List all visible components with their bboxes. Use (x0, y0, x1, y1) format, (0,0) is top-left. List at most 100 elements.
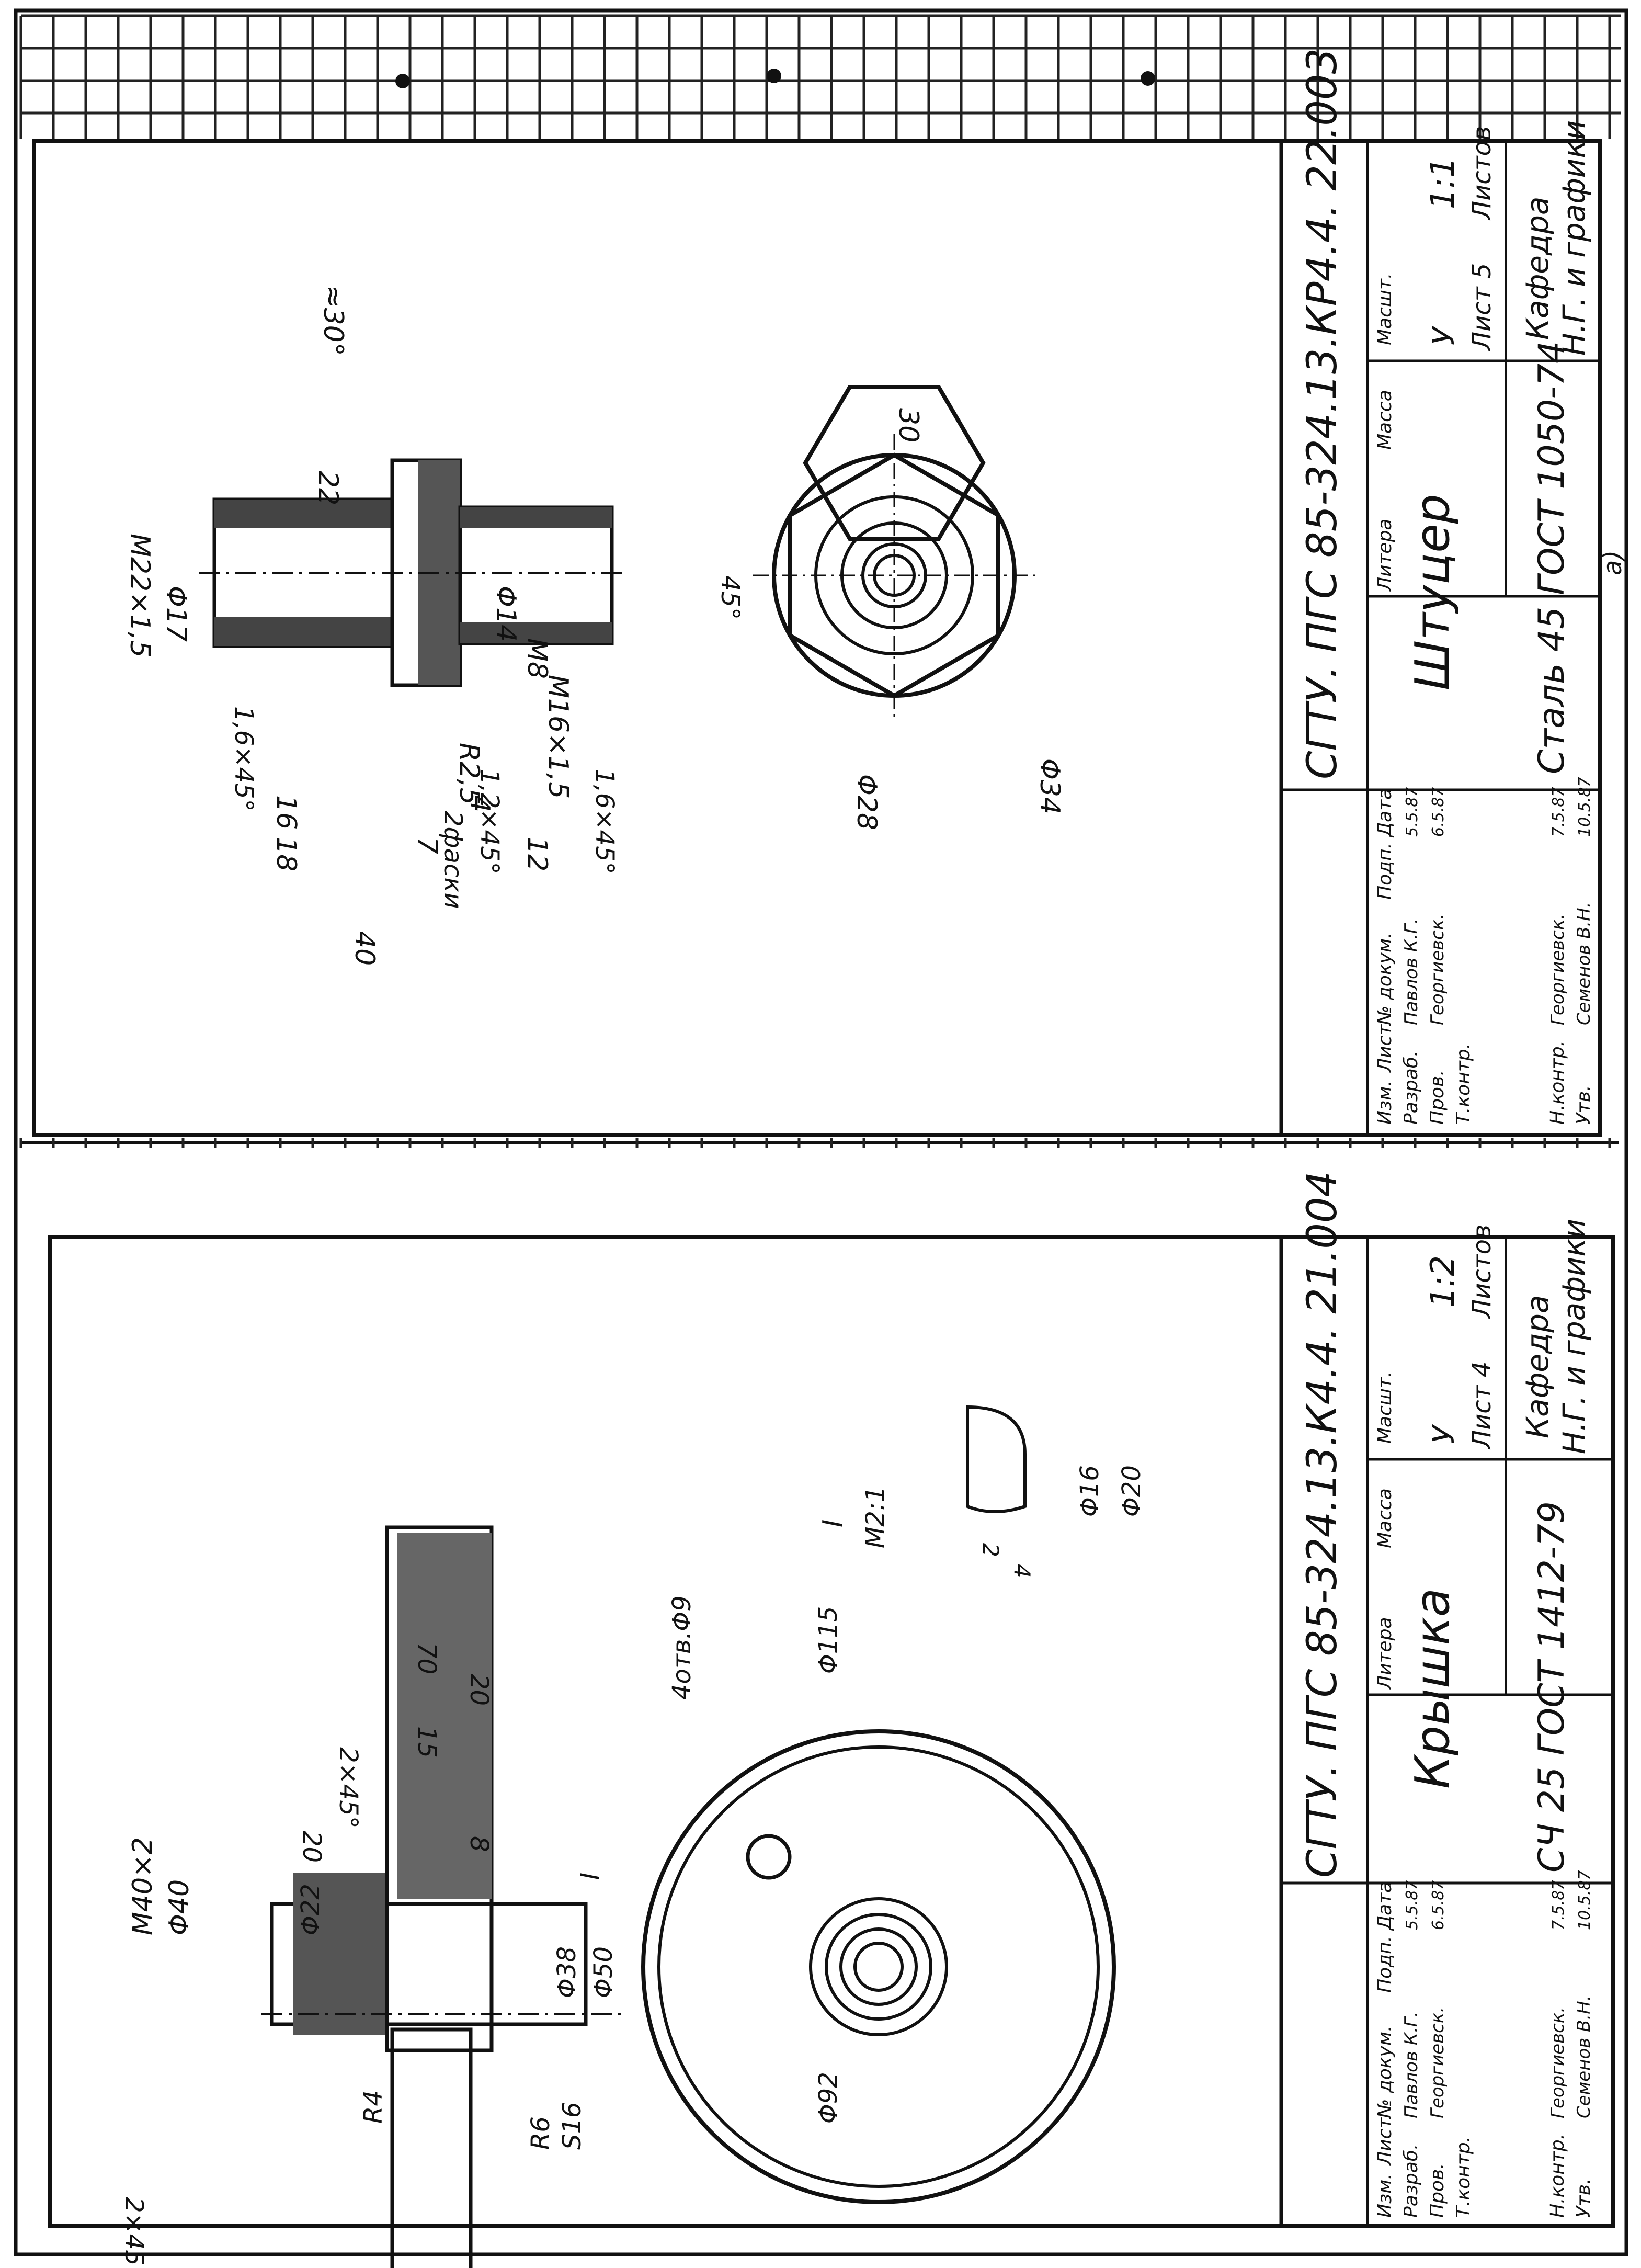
dim-len-4: 4 (464, 795, 495, 812)
dept-line1-bottom: Кафедра (1520, 1295, 1555, 1438)
scale-top: 1:1 (1423, 157, 1462, 209)
hole-dot (395, 74, 410, 88)
dim-dia-38: Φ38 (552, 1946, 582, 1998)
hole-dot (1141, 71, 1155, 86)
dim-chamfer-16-bottom: 1,6×45° (590, 769, 619, 875)
hdr-scale-bottom: Масшт. (1374, 1371, 1396, 1444)
dim-angle-30: ≈30° (317, 285, 349, 356)
row-tkontr-top: Т.контр. (1453, 1043, 1474, 1125)
dim-len-8: 8 (464, 1836, 494, 1852)
name-nkontr-bottom: Георгиевск. (1547, 2007, 1568, 2118)
designation-top: СГТУ. ПГС 85-324.13.КР4.4. 22.003 (1299, 48, 1346, 779)
name-utv-top: Семенов В.Н. (1574, 902, 1594, 1025)
date-3-top: 7.5.87 (1549, 787, 1568, 837)
graph-paper-grid (19, 14, 1621, 1148)
drawing-kryshka: M40×2 Φ40 Φ22 2×45° 2×45° 70 15 20 20 8 … (119, 1171, 1615, 2268)
detail-view-i (966, 1405, 1027, 1513)
dim-dia-28: Φ28 (851, 774, 882, 830)
dim-dia-34: Φ34 (1034, 758, 1065, 814)
row-tkontr-bottom: Т.контр. (1453, 2136, 1474, 2218)
drawing-shtutser: M22×1,5 Φ17 22 ≈30° R2,5 1,2×45° 2фаски … (124, 48, 1602, 1137)
row-utv-top: Утв. (1573, 1085, 1594, 1125)
dim-thread-cover: M40×2 (127, 1837, 158, 1935)
part-name-top: Штуцер (1405, 494, 1460, 690)
hdr-date-bottom: Дата (1374, 1881, 1396, 1931)
litera-bottom: У (1427, 1424, 1461, 1444)
row-razrab-bottom: Разраб. (1400, 2144, 1422, 2218)
designation-bottom: СГТУ. ПГС 85-324.13.К4.4. 21.004 (1299, 1171, 1346, 1878)
dim-len-70: 70 (412, 1642, 441, 1674)
hex-end-view (753, 385, 1035, 717)
hole-dot (767, 69, 781, 83)
date-2-bottom: 6.5.87 (1429, 1880, 1448, 1930)
title-block-top: СГТУ. ПГС 85-324.13.КР4.4. 22.003 Штуцер… (1279, 48, 1602, 1137)
litera-top: У (1427, 325, 1461, 345)
dim-thread-main: M22×1,5 (124, 534, 155, 657)
dept-line1-top: Кафедра (1520, 197, 1555, 340)
dim-len-22: 22 (312, 471, 344, 505)
name-razrab-top: Павлов К.Г. (1401, 918, 1422, 1025)
hdr-mass-bottom: Масса (1374, 1488, 1396, 1548)
hdr-date-top: Дата (1374, 788, 1396, 838)
dim-len-20-a: 20 (297, 1831, 326, 1863)
outer-border (14, 8, 1628, 2256)
date-1-bottom: 5.5.87 (1403, 1880, 1421, 1930)
dim-dia-17: Φ17 (161, 586, 192, 642)
hdr-mass-top: Масса (1374, 390, 1396, 450)
dim-across-flats: 30 (893, 408, 924, 443)
name-utv-bottom: Семенов В.Н. (1574, 1995, 1594, 2118)
name-nkontr-top: Георгиевск. (1547, 914, 1568, 1025)
material-top: Сталь 45 ГОСТ 1050-74 (1531, 341, 1572, 774)
part-view-kryshka (261, 1525, 628, 2268)
dim-dia-14: Φ14 (490, 586, 521, 642)
dept-line2-bottom: Н.Г. и графики (1556, 1219, 1592, 1454)
dim-roughness: S16 (557, 2102, 587, 2150)
sheets-label-top: Листов (1467, 126, 1497, 221)
detail-dim-20: Φ20 (1117, 1465, 1146, 1517)
name-prov-bottom: Георгиевск. (1427, 2007, 1448, 2118)
row-nkontr-top: Н.контр. (1547, 1040, 1568, 1125)
dim-radius: R2,5 (453, 743, 485, 805)
dim-chamfers-label: 2фаски (438, 811, 468, 909)
material-bottom: СЧ 25 ГОСТ 1412-79 (1531, 1501, 1572, 1873)
dim-dia-50: Φ50 (589, 1946, 618, 1998)
dim-thread-small: M16×1,5 (542, 675, 574, 799)
hdr-list-top: Лист (1374, 1024, 1396, 1073)
dim-len-12: 12 (521, 837, 553, 871)
hdr-doc-bottom: № докум. (1374, 2026, 1396, 2119)
detail-dim-16: Φ16 (1075, 1465, 1104, 1517)
name-razrab-bottom: Павлов К.Г. (1401, 2011, 1422, 2118)
dim-r6: R6 (526, 2116, 555, 2150)
hdr-sign-top: Подп. (1374, 843, 1396, 900)
dim-len-16: 16 (270, 795, 302, 830)
date-3-bottom: 7.5.87 (1549, 1880, 1568, 1930)
dim-r4: R4 (359, 2090, 388, 2124)
row-nkontr-bottom: Н.контр. (1547, 2134, 1568, 2218)
dim-chamfer-16-top: 1,6×45° (229, 706, 258, 812)
hdr-izm-bottom: Изм. (1374, 2173, 1396, 2218)
dim-holes: 4отв.Φ9 (667, 1595, 697, 1700)
sheets-label-bottom: Листов (1467, 1224, 1497, 1319)
detail-dim-2: 2 (978, 1543, 1004, 1557)
date-4-bottom: 10.5.87 (1576, 1870, 1594, 1930)
dim-len-7: 7 (412, 837, 443, 854)
date-1-top: 5.5.87 (1403, 787, 1421, 837)
dim-chamfer-top: 2×45° (334, 1747, 363, 1829)
dim-len-18: 18 (270, 837, 302, 871)
dim-chamfer-12: 1,2×45° (475, 769, 504, 875)
row-utv-bottom: Утв. (1573, 2178, 1594, 2218)
dim-dia-92: Φ92 (814, 2072, 843, 2124)
dim-dia-115: Φ115 (814, 1606, 843, 1674)
dim-len-15: 15 (412, 1726, 441, 1758)
hdr-doc-top: № докум. (1374, 933, 1396, 1026)
dim-angle-45: 45° (715, 575, 745, 620)
hdr-litera-top: Литера (1374, 519, 1396, 593)
title-block-bottom: СГТУ. ПГС 85-324.13.К4.4. 21.004 Крышка … (1279, 1171, 1615, 2228)
row-prov-top: Пров. (1427, 1070, 1448, 1125)
name-prov-top: Георгиевск. (1427, 914, 1448, 1025)
hdr-izm-top: Изм. (1374, 1080, 1396, 1125)
hdr-scale-top: Масшт. (1374, 273, 1396, 345)
dim-dia-40: Φ40 (164, 1879, 195, 1935)
detail-title: I (817, 1519, 849, 1527)
